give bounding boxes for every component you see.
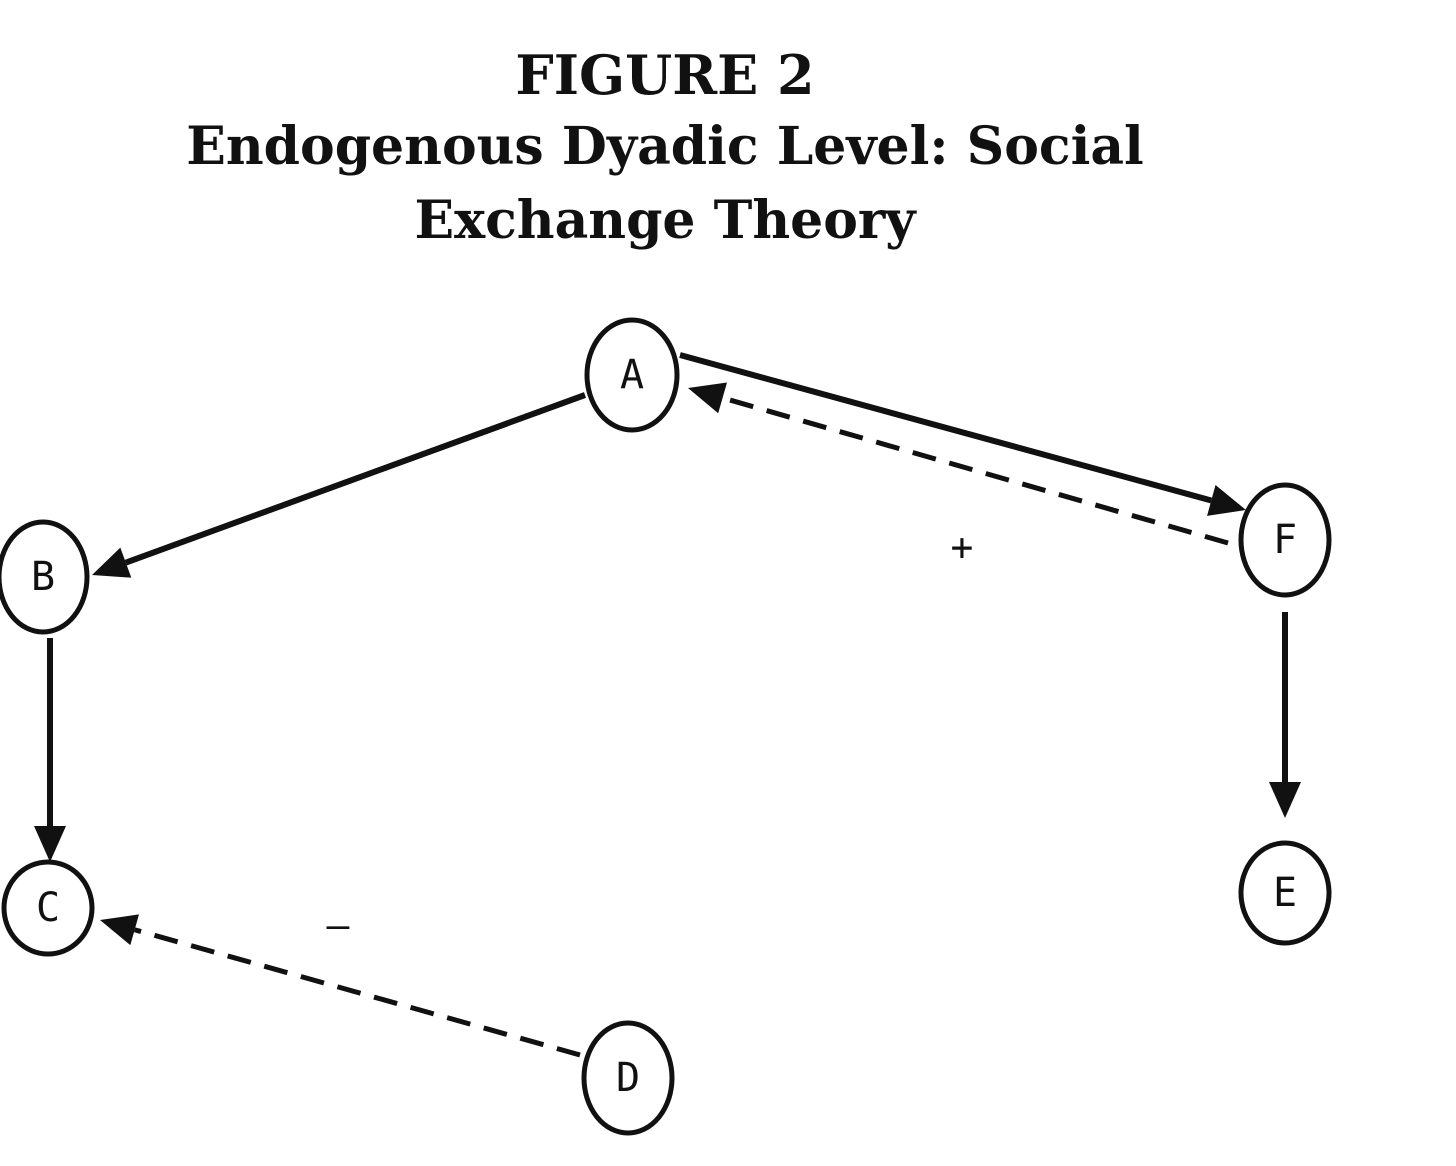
node-label-a: A — [620, 352, 644, 398]
node-d: D — [581, 1020, 675, 1136]
arrowhead-icon-f — [1207, 485, 1246, 516]
node-label-b: B — [31, 554, 55, 600]
arrowhead-icon-e — [1269, 782, 1301, 818]
edge-label-f-a: + — [951, 525, 974, 569]
edge-f-to-a: + — [688, 382, 1229, 569]
node-circle-d — [581, 1020, 675, 1136]
node-label-f: F — [1273, 517, 1297, 563]
arrowhead-icon-c — [34, 826, 66, 862]
node-label-e: E — [1273, 870, 1297, 916]
edge-a-to-b — [92, 392, 587, 578]
edges-layer: +– — [34, 352, 1301, 1058]
node-e: E — [1238, 840, 1332, 946]
figure-label: FIGURE 2 — [515, 43, 815, 107]
arrowhead-icon-b — [92, 547, 132, 578]
figure-title-block: FIGURE 2 Endogenous Dyadic Level: Social… — [0, 40, 1330, 258]
node-f: F — [1238, 482, 1332, 598]
edge-b-to-c — [34, 638, 66, 862]
node-circle-a — [584, 317, 680, 433]
edge-a-to-f — [679, 352, 1246, 516]
node-label-c: C — [36, 885, 60, 931]
arrowhead-icon-c — [100, 914, 139, 946]
arrowhead-icon-a — [688, 382, 728, 414]
node-circle-e — [1238, 840, 1332, 946]
node-circle-c — [1, 859, 95, 957]
edge-label-d-c: – — [327, 903, 350, 947]
node-circle-f — [1238, 482, 1332, 598]
node-label-d: D — [616, 1055, 640, 1101]
edge-line-f-a — [721, 395, 1229, 546]
edge-line-d-c — [133, 927, 581, 1058]
node-a: A — [584, 317, 680, 433]
node-c: C — [1, 859, 95, 957]
node-circle-b — [0, 519, 90, 635]
edge-f-to-e — [1269, 612, 1301, 818]
edge-d-to-c: – — [100, 903, 581, 1058]
figure-title: Endogenous Dyadic Level: Social Exchange… — [186, 116, 1144, 251]
nodes-layer: A B C D E F — [0, 317, 1332, 1136]
edge-line-a-f — [679, 352, 1213, 504]
edge-line-a-b — [124, 392, 587, 566]
node-b: B — [0, 519, 90, 635]
